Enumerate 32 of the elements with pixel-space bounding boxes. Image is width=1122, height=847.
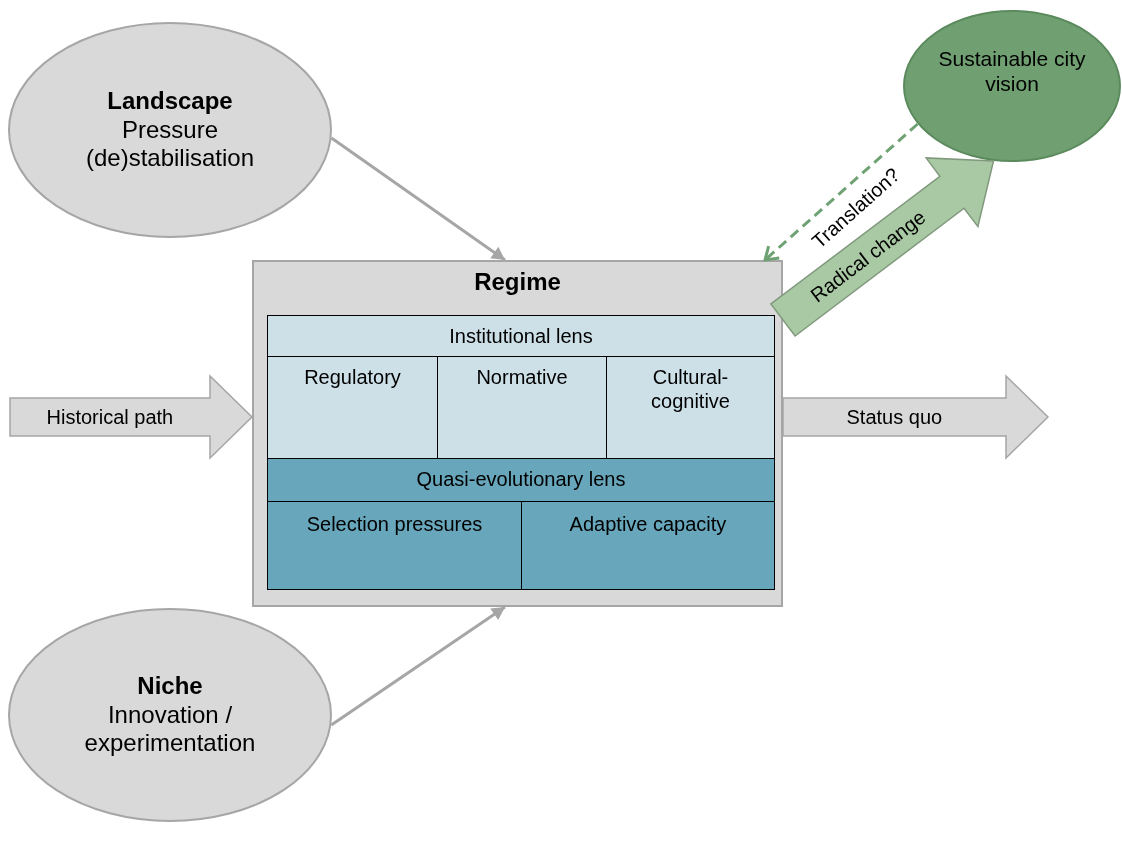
node-text: Regulatory	[304, 365, 401, 389]
node-text: Normative	[476, 365, 568, 389]
node-title: Regime	[474, 268, 561, 297]
node-text: Pressure (de)stabilisation	[84, 115, 256, 174]
block-arrow	[9, 374, 254, 460]
cell	[437, 356, 607, 459]
cell	[606, 356, 775, 459]
node-text: Cultural-cognitive	[650, 365, 731, 413]
arrow	[330, 136, 506, 262]
node-text: Selection pressures	[306, 512, 483, 536]
node-text: Innovation / experimentation	[83, 700, 257, 759]
node-title: Landscape	[107, 86, 233, 116]
arrow	[330, 605, 506, 727]
cell	[267, 356, 438, 459]
node-title: Niche	[137, 671, 203, 701]
vision-ellipse	[903, 10, 1121, 162]
cell	[521, 501, 775, 590]
block-arrow	[769, 157, 995, 338]
node-text: Sustainable city vision	[937, 45, 1087, 97]
node-text: Institutional lens	[449, 324, 593, 348]
landscape-ellipse	[8, 22, 332, 238]
edge-label: Status quo	[846, 405, 943, 429]
lens-header	[267, 458, 775, 502]
lens-header	[267, 315, 775, 357]
niche-ellipse	[8, 608, 332, 822]
node-text: Quasi-evolutionary lens	[416, 467, 626, 491]
regime-box	[252, 260, 783, 607]
block-arrow	[782, 374, 1050, 460]
edge-label: Historical path	[46, 405, 174, 429]
dashed-arrow	[763, 122, 919, 262]
cell	[267, 501, 522, 590]
node-text: Adaptive capacity	[569, 512, 727, 536]
